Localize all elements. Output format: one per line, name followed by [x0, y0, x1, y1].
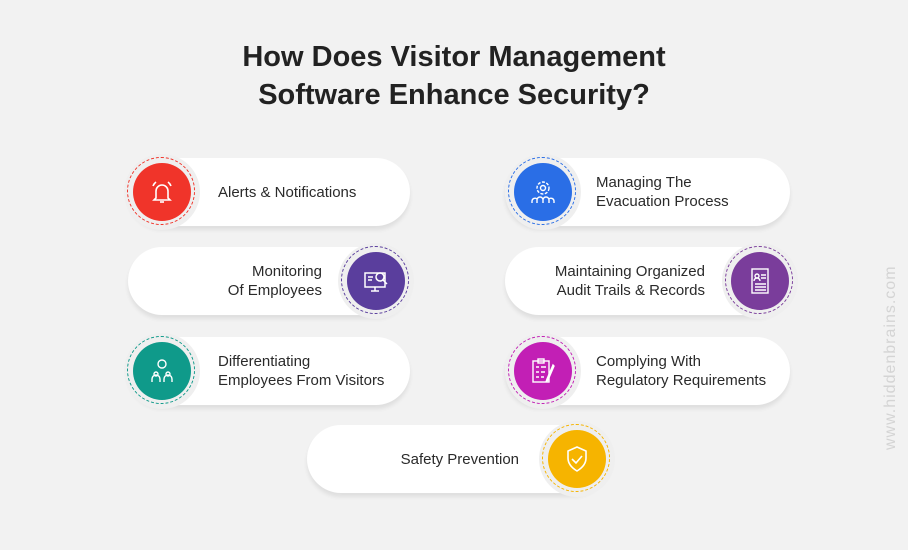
shield-check-icon [548, 430, 606, 488]
clipboard-checklist-icon [514, 342, 572, 400]
watermark: www.hiddenbrains.com [882, 265, 899, 450]
record-document-icon [731, 252, 789, 310]
gear-team-icon [514, 163, 572, 221]
bell-icon [133, 163, 191, 221]
people-badge-icon [133, 342, 191, 400]
item-safety-prevention: Safety Prevention [307, 421, 615, 497]
monitor-search-icon [347, 252, 405, 310]
item-alerts-notifications: Alerts & Notifications [124, 154, 410, 230]
page-title: How Does Visitor Management Software Enh… [242, 41, 666, 111]
